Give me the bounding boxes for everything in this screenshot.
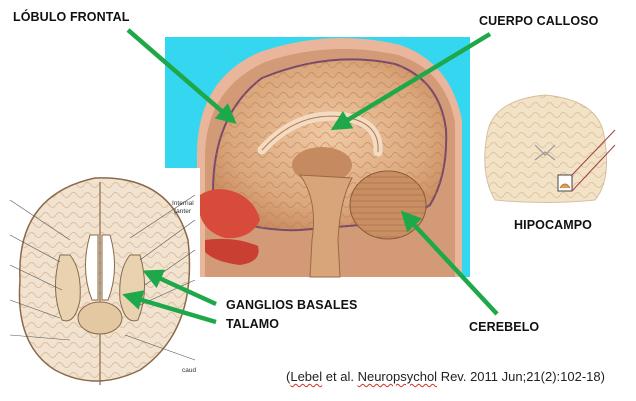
citation-author: Lebel (290, 369, 322, 384)
label-corpus-callosum: CUERPO CALLOSO (479, 14, 598, 28)
label-cerebellum: CEREBELO (469, 320, 539, 334)
citation-mid: et al. (322, 369, 357, 384)
label-frontal-lobe: LÓBULO FRONTAL (13, 10, 129, 24)
inset-label-internal: Internal (172, 200, 194, 207)
inset-label-anterior: (anter (174, 208, 191, 215)
citation-journal: Neuropsychol (358, 369, 438, 384)
citation-rest: Rev. 2011 Jun;21(2):102-18) (437, 369, 605, 384)
citation: (Lebel et al. Neuropsychol Rev. 2011 Jun… (286, 369, 605, 384)
label-hippocampus: HIPOCAMPO (514, 218, 592, 232)
label-thalamus: TALAMO (226, 317, 279, 331)
coronal-brain-image (485, 95, 615, 203)
inset-label-caudate: caud (182, 367, 196, 374)
label-basal-ganglia: GANGLIOS BASALES (226, 298, 357, 312)
axial-brain-image (0, 168, 200, 393)
